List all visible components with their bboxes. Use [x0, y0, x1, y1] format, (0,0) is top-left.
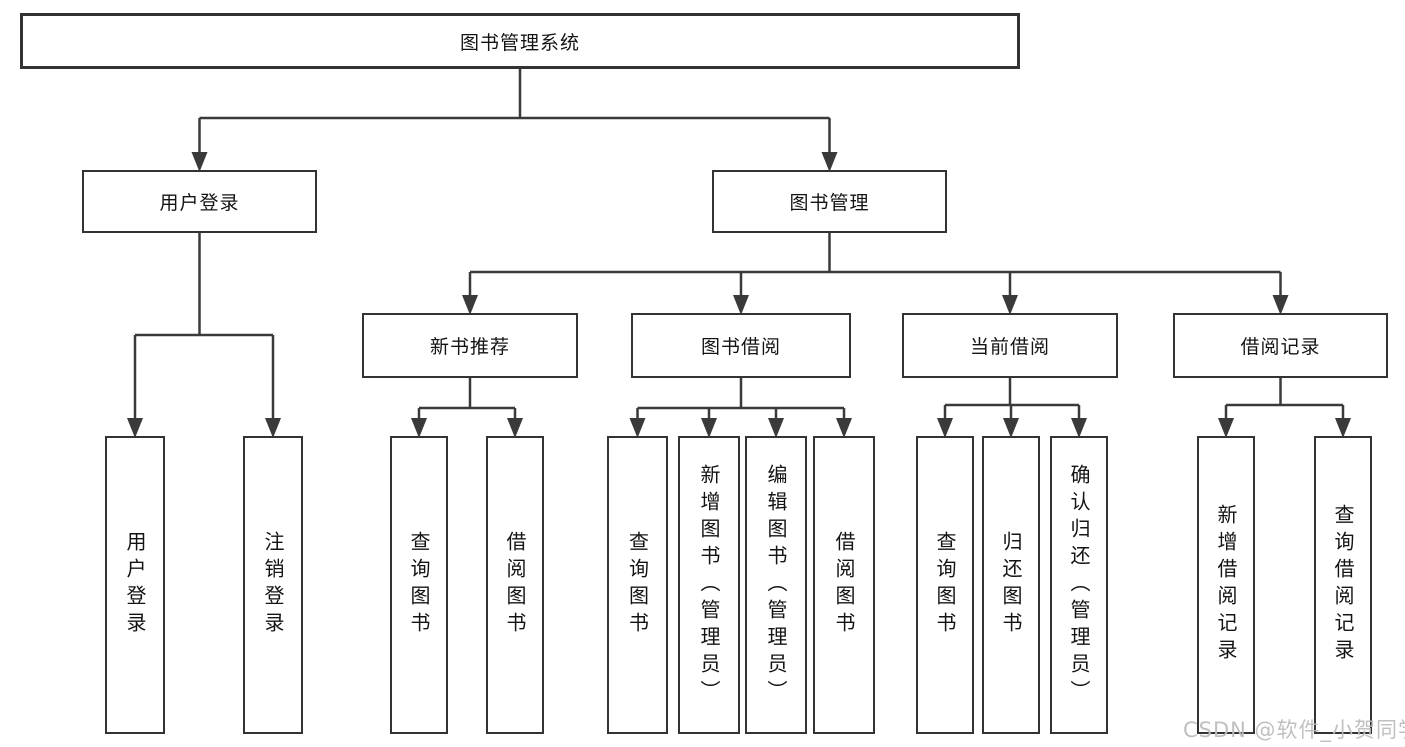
leaf-query-borrow-record: 查询借阅记录: [1314, 436, 1372, 734]
node-label: 新书推荐: [429, 336, 510, 358]
node-book-management: 图书管理: [712, 170, 947, 233]
node-library-system: 图书管理系统: [20, 13, 1020, 69]
node-book-borrow: 图书借阅: [631, 313, 851, 378]
node-label: 借阅图书: [832, 531, 856, 639]
node-label: 借阅记录: [1240, 336, 1321, 358]
node-label: 用户登录: [123, 531, 147, 639]
node-label: 查询图书: [407, 531, 431, 639]
node-new-book-recommend: 新书推荐: [362, 313, 578, 378]
leaf-user-login: 用户登录: [105, 436, 165, 734]
csdn-watermark: CSDN @软件_小贺同学: [1183, 718, 1405, 742]
node-current-borrow: 当前借阅: [902, 313, 1118, 378]
leaf-confirm-return-admin: 确认归还（管理员）: [1050, 436, 1108, 734]
node-label: 图书管理系统: [459, 31, 580, 54]
node-label: 查询借阅记录: [1331, 504, 1355, 666]
node-label: 新增图书（管理员）: [697, 463, 721, 707]
node-label: 用户登录: [159, 192, 240, 214]
leaf-borrow-books-recommend: 借阅图书: [486, 436, 544, 734]
node-label: 归还图书: [999, 531, 1023, 639]
node-label: 图书借阅: [700, 336, 781, 358]
node-label: 新增借阅记录: [1214, 504, 1238, 666]
node-label: 查询图书: [625, 531, 650, 639]
node-label: 注销登录: [261, 531, 285, 639]
node-label: 确认归还（管理员）: [1067, 463, 1091, 707]
node-label: 借阅图书: [503, 531, 527, 639]
node-label: 图书管理: [789, 192, 870, 214]
leaf-logout: 注销登录: [243, 436, 303, 734]
leaf-query-books-recommend: 查询图书: [390, 436, 448, 734]
leaf-query-books-current: 查询图书: [916, 436, 974, 734]
leaf-borrow-books: 借阅图书: [813, 436, 875, 734]
node-label: 当前借阅: [969, 336, 1050, 358]
leaf-edit-books-admin: 编辑图书（管理员）: [745, 436, 807, 734]
leaf-query-books-borrow: 查询图书: [607, 436, 668, 734]
leaf-add-books-admin: 新增图书（管理员）: [678, 436, 740, 734]
leaf-return-books: 归还图书: [982, 436, 1040, 734]
node-user-login: 用户登录: [82, 170, 317, 233]
node-label: 查询图书: [933, 531, 957, 639]
leaf-add-borrow-record: 新增借阅记录: [1197, 436, 1255, 734]
node-borrow-records: 借阅记录: [1173, 313, 1388, 378]
node-label: 编辑图书（管理员）: [764, 463, 788, 707]
